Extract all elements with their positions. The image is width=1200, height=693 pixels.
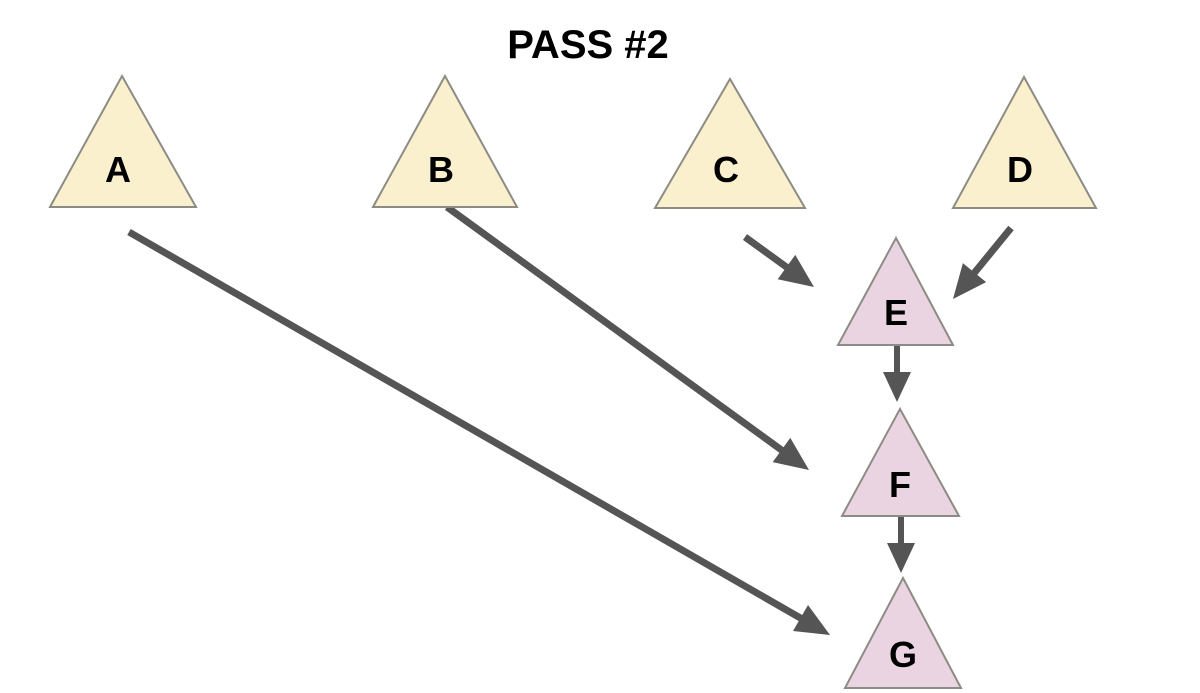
- node-label: E: [884, 292, 908, 333]
- edge-a-to-g: [127, 228, 830, 635]
- triangle-shape[interactable]: [836, 235, 955, 346]
- nodes-layer: A B C D E F G: [48, 73, 1098, 689]
- node-label: B: [428, 149, 454, 190]
- edge-f-to-g: [887, 516, 915, 573]
- node-d[interactable]: D: [951, 74, 1098, 209]
- edge-shaft: [742, 234, 791, 272]
- edge-shaft: [127, 228, 805, 623]
- node-b[interactable]: B: [371, 73, 519, 208]
- edge-shaft: [969, 225, 1014, 278]
- edge-b-to-f: [444, 204, 809, 470]
- node-label: D: [1007, 149, 1033, 190]
- node-e[interactable]: E: [836, 235, 955, 346]
- triangle-shape[interactable]: [951, 74, 1098, 209]
- arrowhead-icon: [772, 437, 809, 470]
- triangle-shape[interactable]: [840, 406, 961, 517]
- arrowhead-icon: [777, 254, 814, 287]
- node-label: C: [713, 149, 739, 190]
- triangle-shape[interactable]: [371, 73, 519, 208]
- node-label: A: [105, 149, 131, 190]
- page-title: PASS #2: [507, 23, 669, 67]
- arrowhead-icon: [887, 543, 915, 573]
- arrowhead-icon: [883, 372, 911, 402]
- arrowhead-icon: [953, 263, 987, 299]
- edge-c-to-e: [742, 234, 814, 287]
- edge-d-to-e: [953, 225, 1014, 299]
- node-a[interactable]: A: [48, 73, 198, 208]
- node-g[interactable]: G: [843, 575, 963, 689]
- triangle-shape[interactable]: [48, 73, 198, 208]
- node-label: G: [889, 634, 917, 675]
- arrowhead-icon: [793, 605, 830, 635]
- edges-layer: [127, 204, 1014, 635]
- edge-shaft: [444, 204, 786, 455]
- node-f[interactable]: F: [840, 406, 961, 517]
- node-label: F: [889, 464, 911, 505]
- edge-e-to-f: [883, 345, 911, 402]
- node-c[interactable]: C: [653, 77, 807, 209]
- triangle-shape[interactable]: [843, 575, 963, 689]
- triangle-shape[interactable]: [653, 77, 807, 209]
